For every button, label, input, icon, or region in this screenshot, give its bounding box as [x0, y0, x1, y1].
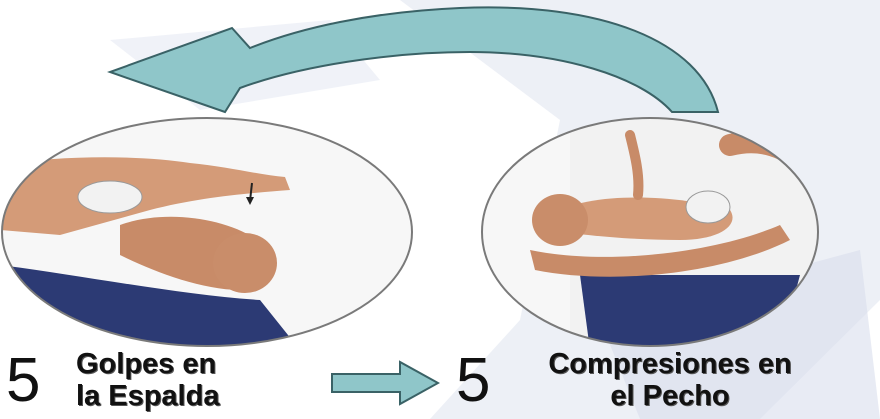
chest-compressions-illustration — [481, 117, 819, 347]
step-1-number: 5 — [6, 346, 41, 415]
step-2-label-line-1: Compresiones en — [548, 348, 792, 380]
step-1-label-line-2: la Espalda — [76, 380, 220, 412]
step-1-label-line-1: Golpes en — [76, 348, 217, 380]
right-arrow-icon — [331, 360, 440, 406]
back-blows-illustration — [1, 117, 413, 347]
step-2-label: Compresiones en el Pecho — [520, 348, 820, 412]
step-2-number: 5 — [456, 346, 491, 415]
step-1-label: Golpes en la Espalda — [76, 348, 219, 412]
step-2-label-line-2: el Pecho — [610, 380, 730, 412]
